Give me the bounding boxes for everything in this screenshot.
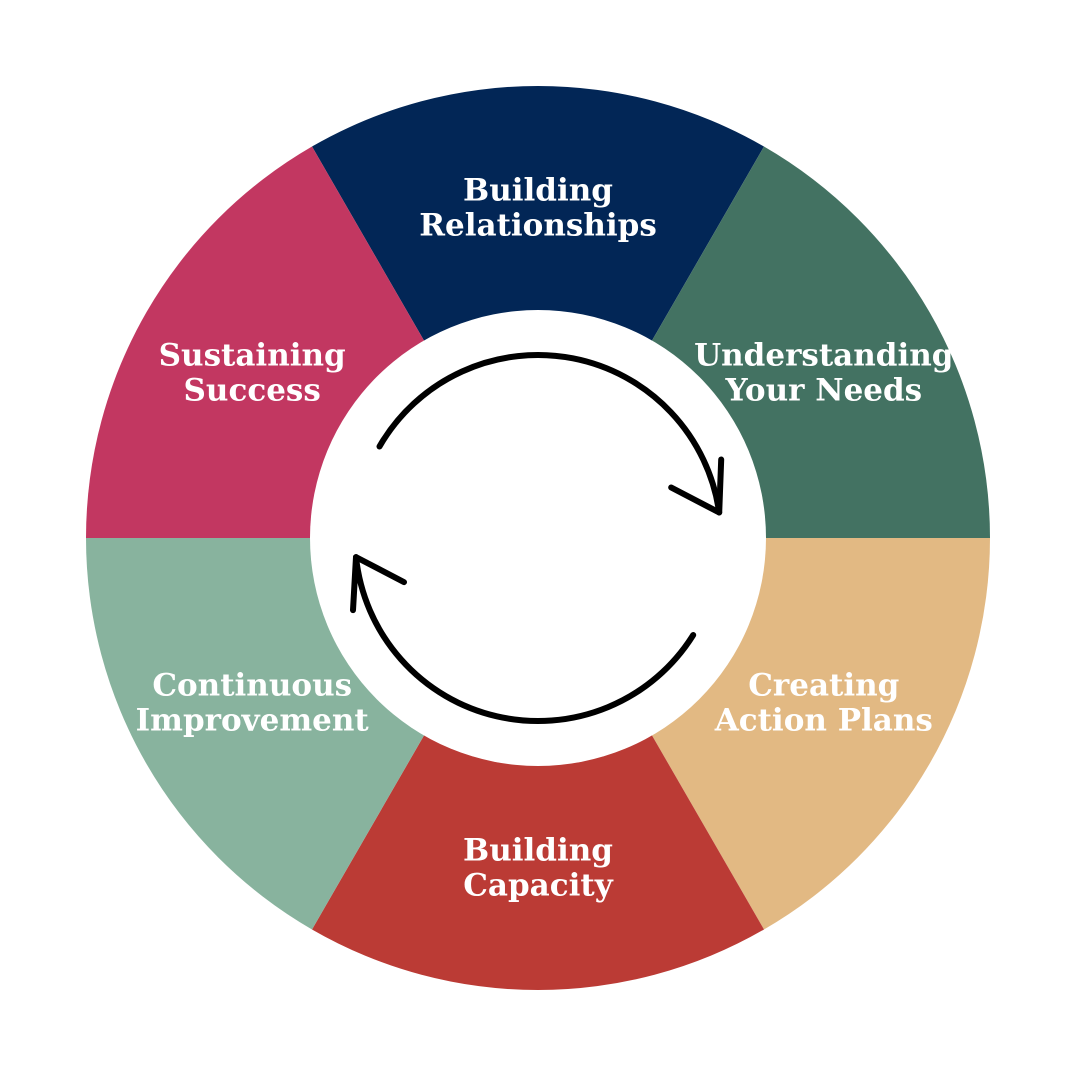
label-line-2: Capacity	[463, 868, 613, 904]
label-line-1: Sustaining	[159, 338, 346, 374]
label-line-1: Creating	[748, 668, 899, 704]
label-line-2: Success	[184, 373, 321, 409]
label-line-2: Relationships	[419, 208, 657, 244]
label-line-1: Building	[463, 173, 613, 209]
center-circle	[310, 310, 766, 766]
arrows-group	[350, 352, 725, 725]
arrow-bottom-head	[350, 554, 407, 614]
label-line-2: Your Needs	[724, 373, 922, 409]
arrow-top-head	[668, 456, 725, 516]
label-line-1: Continuous	[152, 668, 352, 704]
label-line-2: Improvement	[136, 703, 370, 739]
label-line-2: Action Plans	[714, 703, 933, 739]
label-line-1: Building	[463, 833, 613, 869]
label-line-1: Understanding	[694, 338, 953, 374]
arrow-bottom-arc	[353, 554, 697, 725]
arrow-top-arc	[376, 352, 723, 516]
